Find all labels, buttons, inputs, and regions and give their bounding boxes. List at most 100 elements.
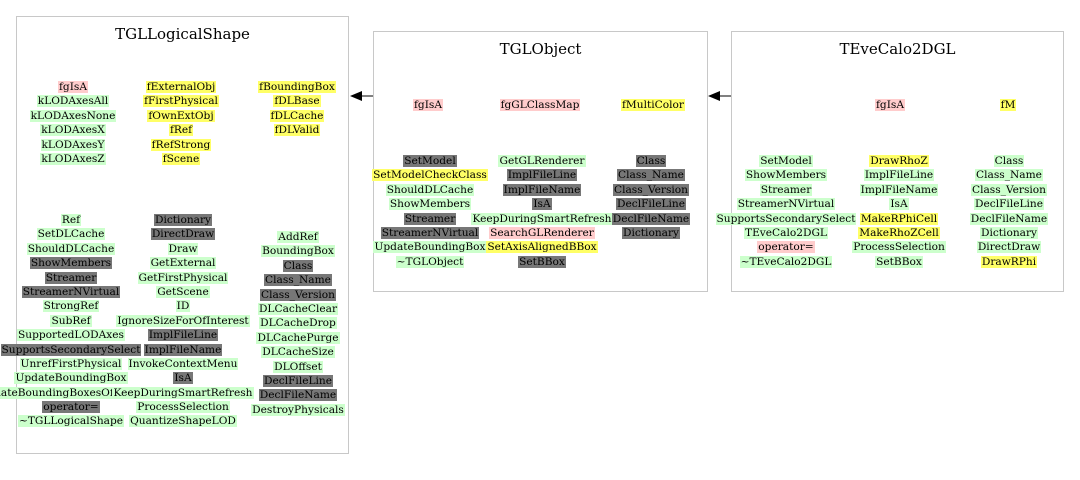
- member-entry: fM: [999, 98, 1017, 112]
- member-entry: fRef: [168, 123, 194, 137]
- member-label: QuantizeShapeLOD: [129, 415, 237, 428]
- member-label: fOwnExtObj: [147, 109, 215, 122]
- member-label: DestroyPhysicals: [251, 403, 345, 416]
- member-entry: SetBBox: [518, 255, 566, 269]
- member-entry: SetModelCheckClass: [372, 168, 488, 182]
- member-entry: fFirstPhysical: [143, 94, 219, 108]
- member-label: GetExternal: [149, 257, 217, 270]
- member-label: DLCacheDrop: [259, 317, 337, 330]
- member-label: fScene: [161, 152, 201, 165]
- member-label: ~TEveCalo2DGL: [739, 255, 833, 268]
- member-entry: ~TGLObject: [395, 255, 465, 269]
- member-entry: DrawRPhi: [980, 255, 1038, 269]
- member-entry: Class_Version: [970, 183, 1048, 197]
- member-entry: SetAxisAlignedBBox: [486, 240, 598, 254]
- member-entry: Draw: [167, 242, 199, 256]
- member-label: DeclFileLine: [263, 374, 333, 387]
- member-entry: UpdateBoundingBox: [373, 240, 487, 254]
- member-entry: fOwnExtObj: [147, 109, 215, 123]
- member-label: Streamer: [759, 183, 813, 196]
- member-entry: ShouldDLCache: [385, 183, 475, 197]
- member-label: InvokeContextMenu: [127, 357, 239, 370]
- member-label: ProcessSelection: [136, 401, 230, 414]
- data-members-instance: fM: [968, 98, 1048, 112]
- member-entry: DLOffset: [273, 360, 323, 374]
- member-label: operator=: [42, 401, 100, 414]
- member-label: kLODAxesX: [40, 124, 106, 137]
- class-title-tglobject: TGLObject: [499, 40, 582, 58]
- member-entry: SupportsSecondarySelect: [715, 212, 857, 226]
- member-entry: Class: [282, 259, 314, 273]
- inherit-arrow-tglobject-to-tgllogicalshape: [350, 91, 373, 101]
- member-entry: ProcessSelection: [852, 240, 946, 254]
- member-entry: DeclFileLine: [616, 197, 686, 211]
- data-members-glclassmap: fgGLClassMap: [488, 98, 592, 112]
- member-entry: KeepDuringSmartRefresh: [112, 386, 254, 400]
- member-label: ImplFileName: [502, 183, 582, 196]
- member-label: StreamerNVirtual: [736, 198, 836, 211]
- member-entry: DirectDraw: [976, 240, 1042, 254]
- member-entry: KeepDuringSmartRefresh: [471, 212, 613, 226]
- member-label: ShowMembers: [744, 169, 828, 182]
- member-entry: ImplFileName: [143, 343, 223, 357]
- member-entry: SetBBox: [875, 255, 923, 269]
- member-label: KeepDuringSmartRefresh: [112, 386, 254, 399]
- member-label: DrawRhoZ: [869, 155, 929, 167]
- member-label: DeclFileLine: [974, 198, 1044, 211]
- member-entry: UnrefFirstPhysical: [19, 357, 123, 371]
- member-entry: DLCachePurge: [256, 331, 340, 345]
- member-entry: Class_Name: [975, 168, 1043, 182]
- member-entry: DLCacheDrop: [259, 316, 337, 330]
- member-entry: StreamerNVirtual: [380, 226, 480, 240]
- member-entry: kLODAxesX: [40, 123, 106, 137]
- member-entry: ~TEveCalo2DGL: [739, 255, 833, 269]
- member-entry: DeclFileName: [611, 212, 691, 226]
- member-entry: Class: [993, 154, 1025, 168]
- member-label: DeclFileName: [258, 389, 338, 402]
- member-entry: SetModel: [403, 154, 457, 168]
- member-label: DeclFileLine: [616, 198, 686, 211]
- member-label: Class: [635, 155, 667, 167]
- member-label: Dictionary: [621, 226, 681, 239]
- member-label: DLOffset: [273, 360, 323, 373]
- member-entry: fScene: [161, 152, 201, 166]
- member-label: fM: [999, 99, 1017, 111]
- member-entry: DeclFileName: [258, 388, 338, 402]
- member-entry: fgIsA: [58, 80, 88, 94]
- member-label: GetScene: [156, 285, 210, 298]
- member-entry: DeclFileLine: [974, 197, 1044, 211]
- member-entry: Ref: [60, 213, 82, 227]
- member-label: fgIsA: [58, 81, 88, 93]
- member-label: ImplFileLine: [147, 329, 219, 342]
- member-label: MakeRhoZCell: [858, 226, 940, 239]
- member-entry: Class_Name: [617, 168, 685, 182]
- member-label: Class_Version: [970, 183, 1048, 196]
- member-label: SupportedLODAxes: [17, 329, 125, 342]
- member-label: Class_Name: [975, 169, 1043, 182]
- member-label: ShowMembers: [388, 198, 472, 211]
- member-entry: DestroyPhysicals: [251, 403, 345, 417]
- member-entry: fDLCache: [269, 109, 325, 123]
- member-entry: SupportsSecondarySelect: [0, 343, 142, 357]
- member-entry: DirectDraw: [150, 227, 216, 241]
- member-label: StrongRef: [42, 300, 100, 313]
- member-label: IgnoreSizeForOfInterest: [116, 314, 250, 327]
- member-label: Class: [993, 155, 1025, 167]
- member-label: TEveCalo2DGL: [744, 226, 828, 239]
- member-label: IsA: [173, 372, 193, 385]
- member-entry: MakeRPhiCell: [859, 212, 939, 226]
- member-entry: DLCacheSize: [261, 345, 335, 359]
- member-label: DLCacheSize: [261, 346, 335, 359]
- member-label: SetModel: [759, 155, 813, 167]
- member-label: Class_Version: [612, 183, 690, 196]
- member-label: ShouldDLCache: [26, 242, 116, 255]
- member-label: Draw: [167, 242, 199, 255]
- member-label: fgGLClassMap: [499, 99, 581, 111]
